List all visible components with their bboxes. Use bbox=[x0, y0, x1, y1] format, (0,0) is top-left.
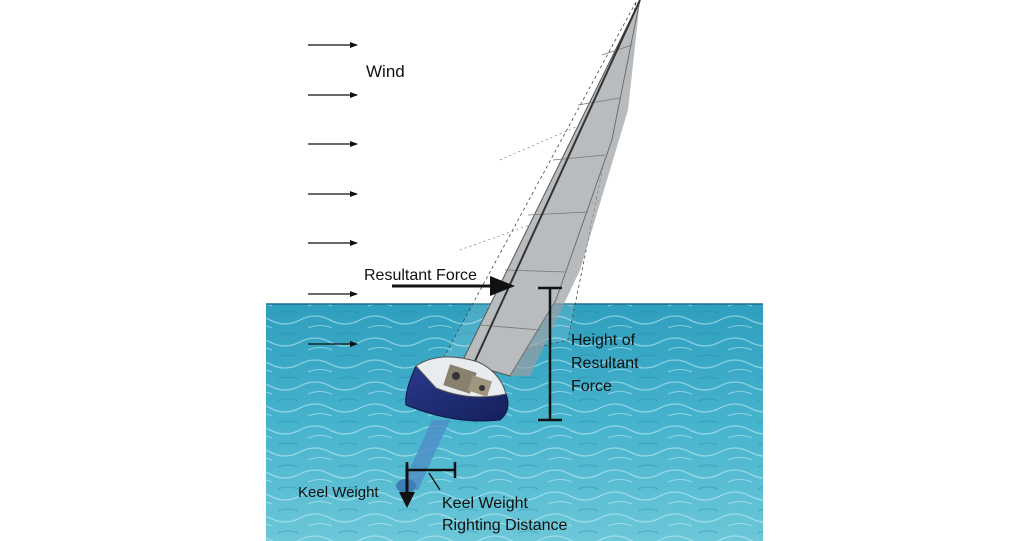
resultant-force-label: Resultant Force bbox=[364, 267, 477, 284]
height-label-line3: Force bbox=[571, 378, 612, 395]
resultant-force-arrow-icon bbox=[392, 276, 515, 296]
jib-sail bbox=[436, 1, 637, 371]
sails bbox=[436, 0, 641, 377]
righting-distance-label-line1: Keel Weight bbox=[442, 495, 529, 512]
height-label-line2: Resultant bbox=[571, 355, 639, 372]
righting-distance-label-line2: Righting Distance bbox=[442, 517, 568, 534]
wind-label: Wind bbox=[366, 62, 405, 81]
righting-distance-bracket bbox=[405, 462, 457, 491]
wind-arrows bbox=[308, 42, 358, 347]
keel-weight-label: Keel Weight bbox=[298, 484, 379, 501]
hull bbox=[405, 356, 509, 422]
height-label-line1: Height of bbox=[571, 332, 636, 349]
height-bracket bbox=[538, 286, 562, 422]
mast bbox=[469, 0, 641, 373]
